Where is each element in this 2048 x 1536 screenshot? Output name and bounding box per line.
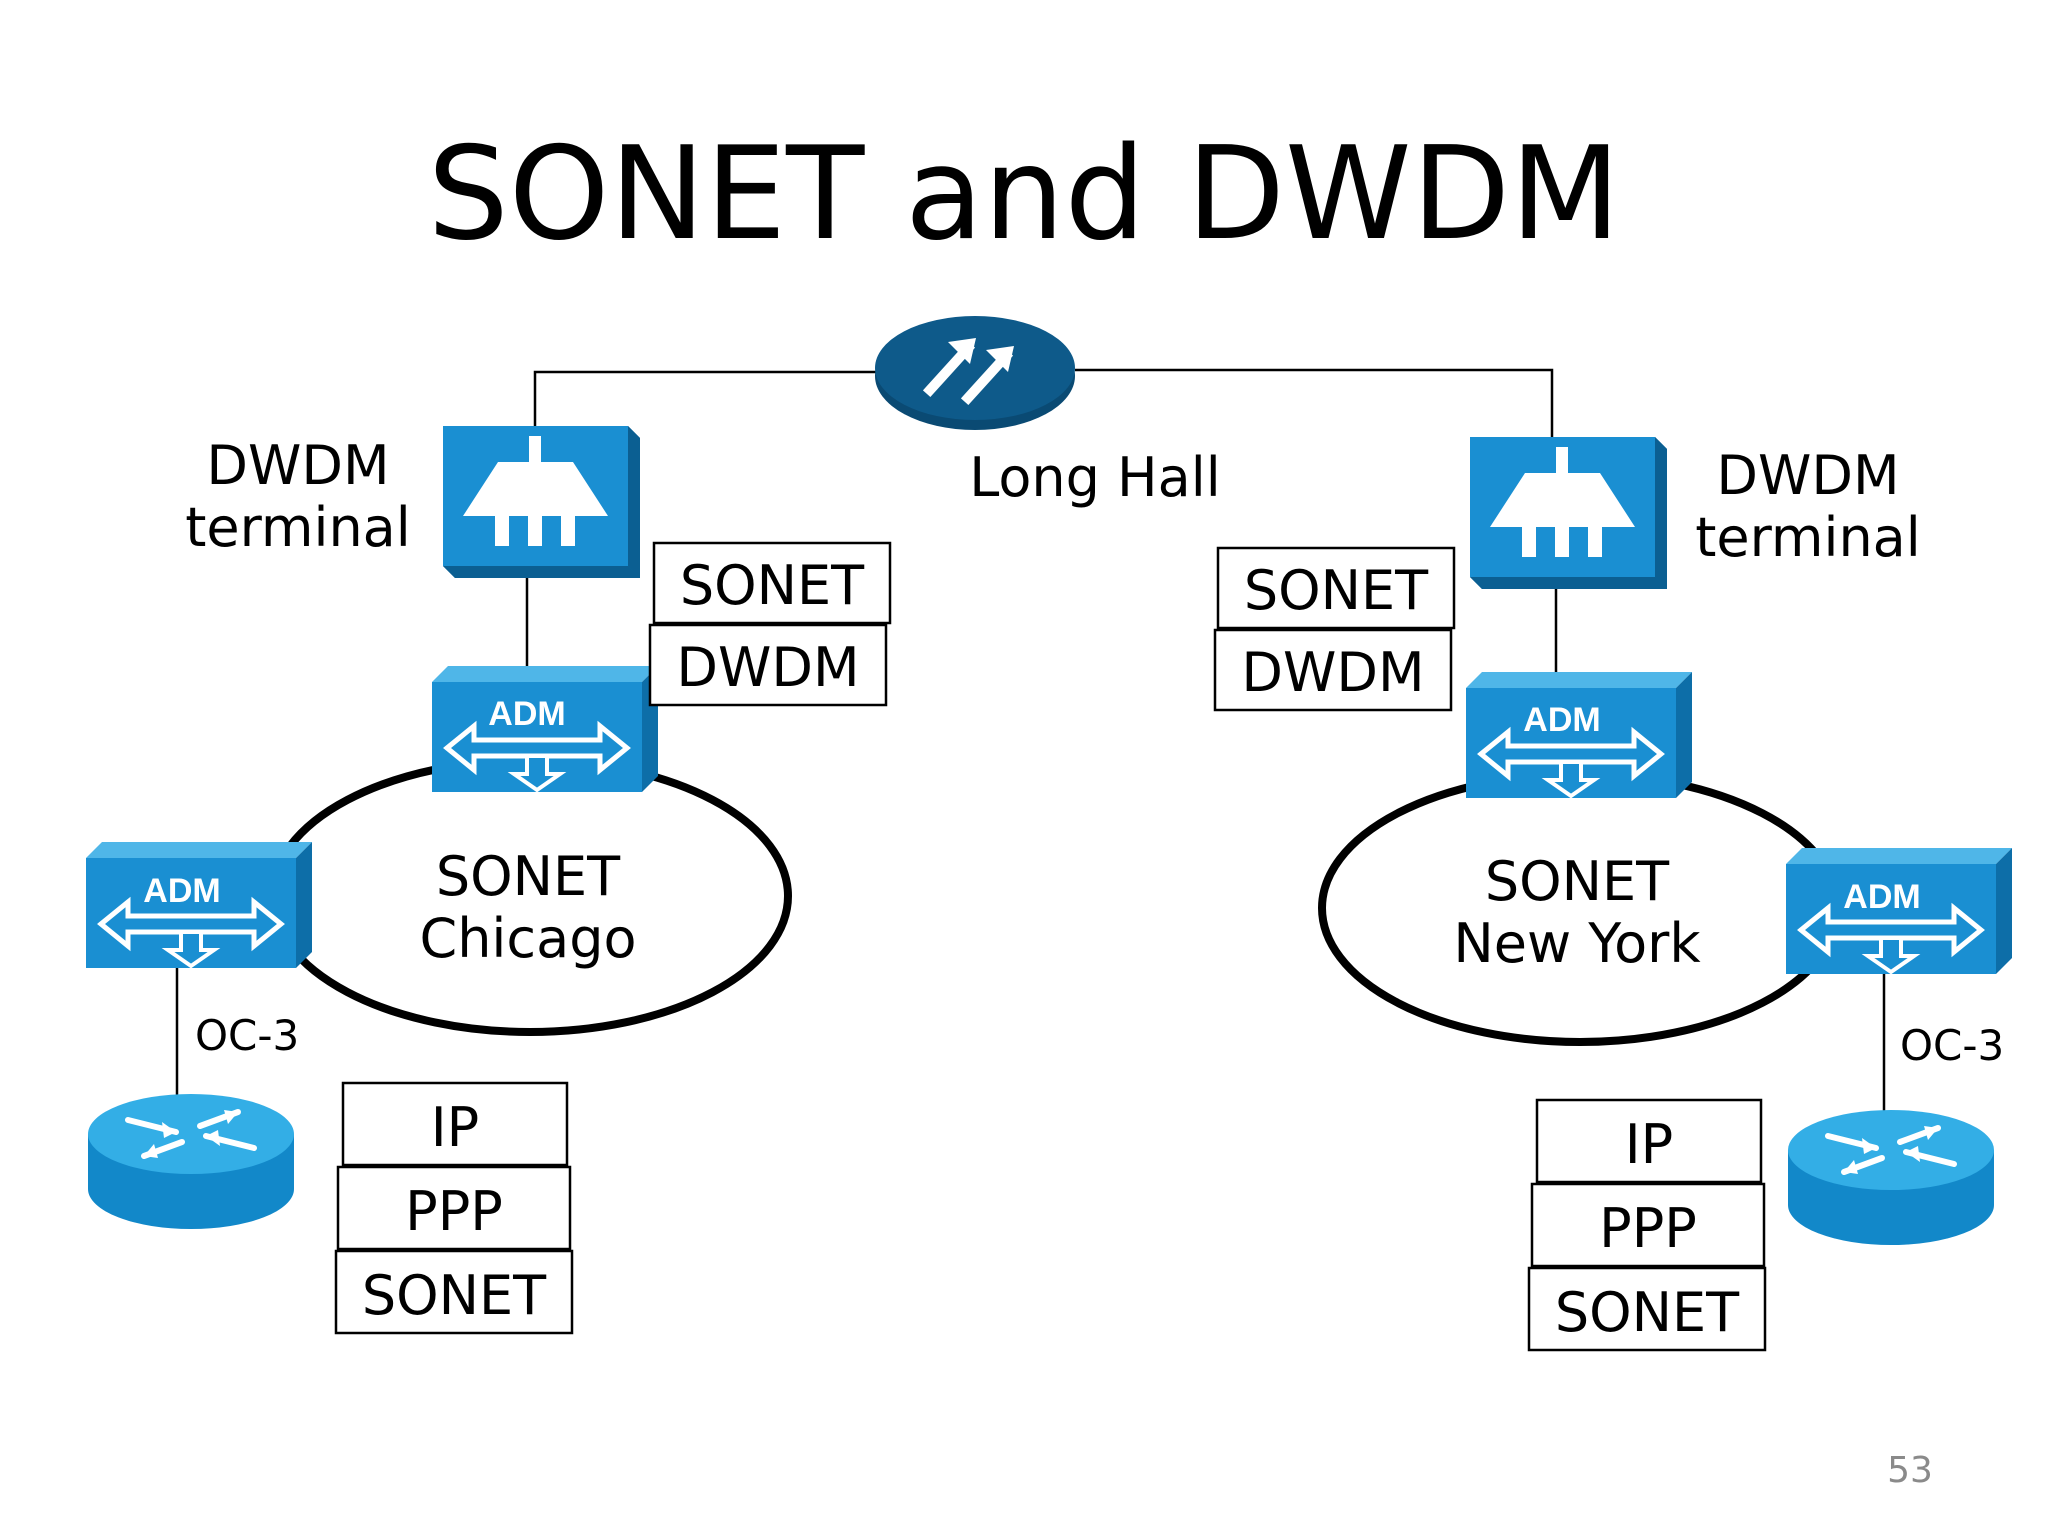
left-edge-adm-label: ADM	[143, 872, 220, 910]
right-dwdm-terminal-label-line2: terminal	[1695, 506, 1921, 569]
left-upper-protocol-stack: SONET DWDM	[648, 541, 892, 707]
right-dwdm-terminal-icon	[1470, 437, 1667, 589]
left-lower-protocol-stack: IP PPP SONET	[334, 1081, 574, 1335]
slide-title: SONET and DWDM	[427, 120, 1620, 269]
left-oc3-label: OC-3	[195, 1011, 299, 1060]
right-upper-stack-dwdm: DWDM	[1241, 641, 1424, 704]
right-dwdm-terminal-label-line1: DWDM	[1716, 444, 1899, 507]
sonet-chicago-label-line2: Chicago	[419, 907, 636, 970]
left-lower-stack-ppp: PPP	[405, 1180, 503, 1243]
left-edge-router-icon	[88, 1094, 294, 1229]
page-number: 53	[1887, 1450, 1933, 1491]
left-upper-stack-sonet: SONET	[680, 554, 865, 617]
right-oc3-label: OC-3	[1900, 1021, 2004, 1070]
right-network: DWDM terminal ADM ADM OC-3 SONET New Yor…	[1213, 437, 2012, 1352]
right-upper-protocol-stack: SONET DWDM	[1213, 546, 1456, 712]
right-edge-adm-label: ADM	[1843, 878, 1920, 916]
left-network: DWDM terminal ADM ADM OC-3 SONET Chicago…	[86, 426, 892, 1335]
right-lower-stack-ip: IP	[1625, 1113, 1674, 1176]
sonet-new-york-label-line2: New York	[1453, 912, 1701, 975]
sonet-chicago-label-line1: SONET	[436, 845, 621, 908]
left-dwdm-terminal-label-line2: terminal	[185, 496, 411, 559]
left-lower-stack-sonet: SONET	[362, 1264, 547, 1327]
right-lower-stack-sonet: SONET	[1555, 1281, 1740, 1344]
right-lower-stack-ppp: PPP	[1599, 1197, 1697, 1260]
left-lower-stack-ip: IP	[431, 1096, 480, 1159]
left-upper-stack-dwdm: DWDM	[676, 636, 859, 699]
long-haul-router-icon	[875, 316, 1075, 430]
right-edge-router-icon	[1788, 1110, 1994, 1245]
sonet-new-york-label-line1: SONET	[1485, 850, 1670, 913]
long-haul-label: Long Hall	[969, 446, 1221, 509]
right-adm-label: ADM	[1523, 701, 1600, 739]
left-dwdm-terminal-icon	[443, 426, 640, 578]
left-adm-label: ADM	[488, 695, 565, 733]
right-lower-protocol-stack: IP PPP SONET	[1527, 1098, 1767, 1352]
left-dwdm-terminal-label-line1: DWDM	[206, 434, 389, 497]
right-upper-stack-sonet: SONET	[1244, 559, 1429, 622]
